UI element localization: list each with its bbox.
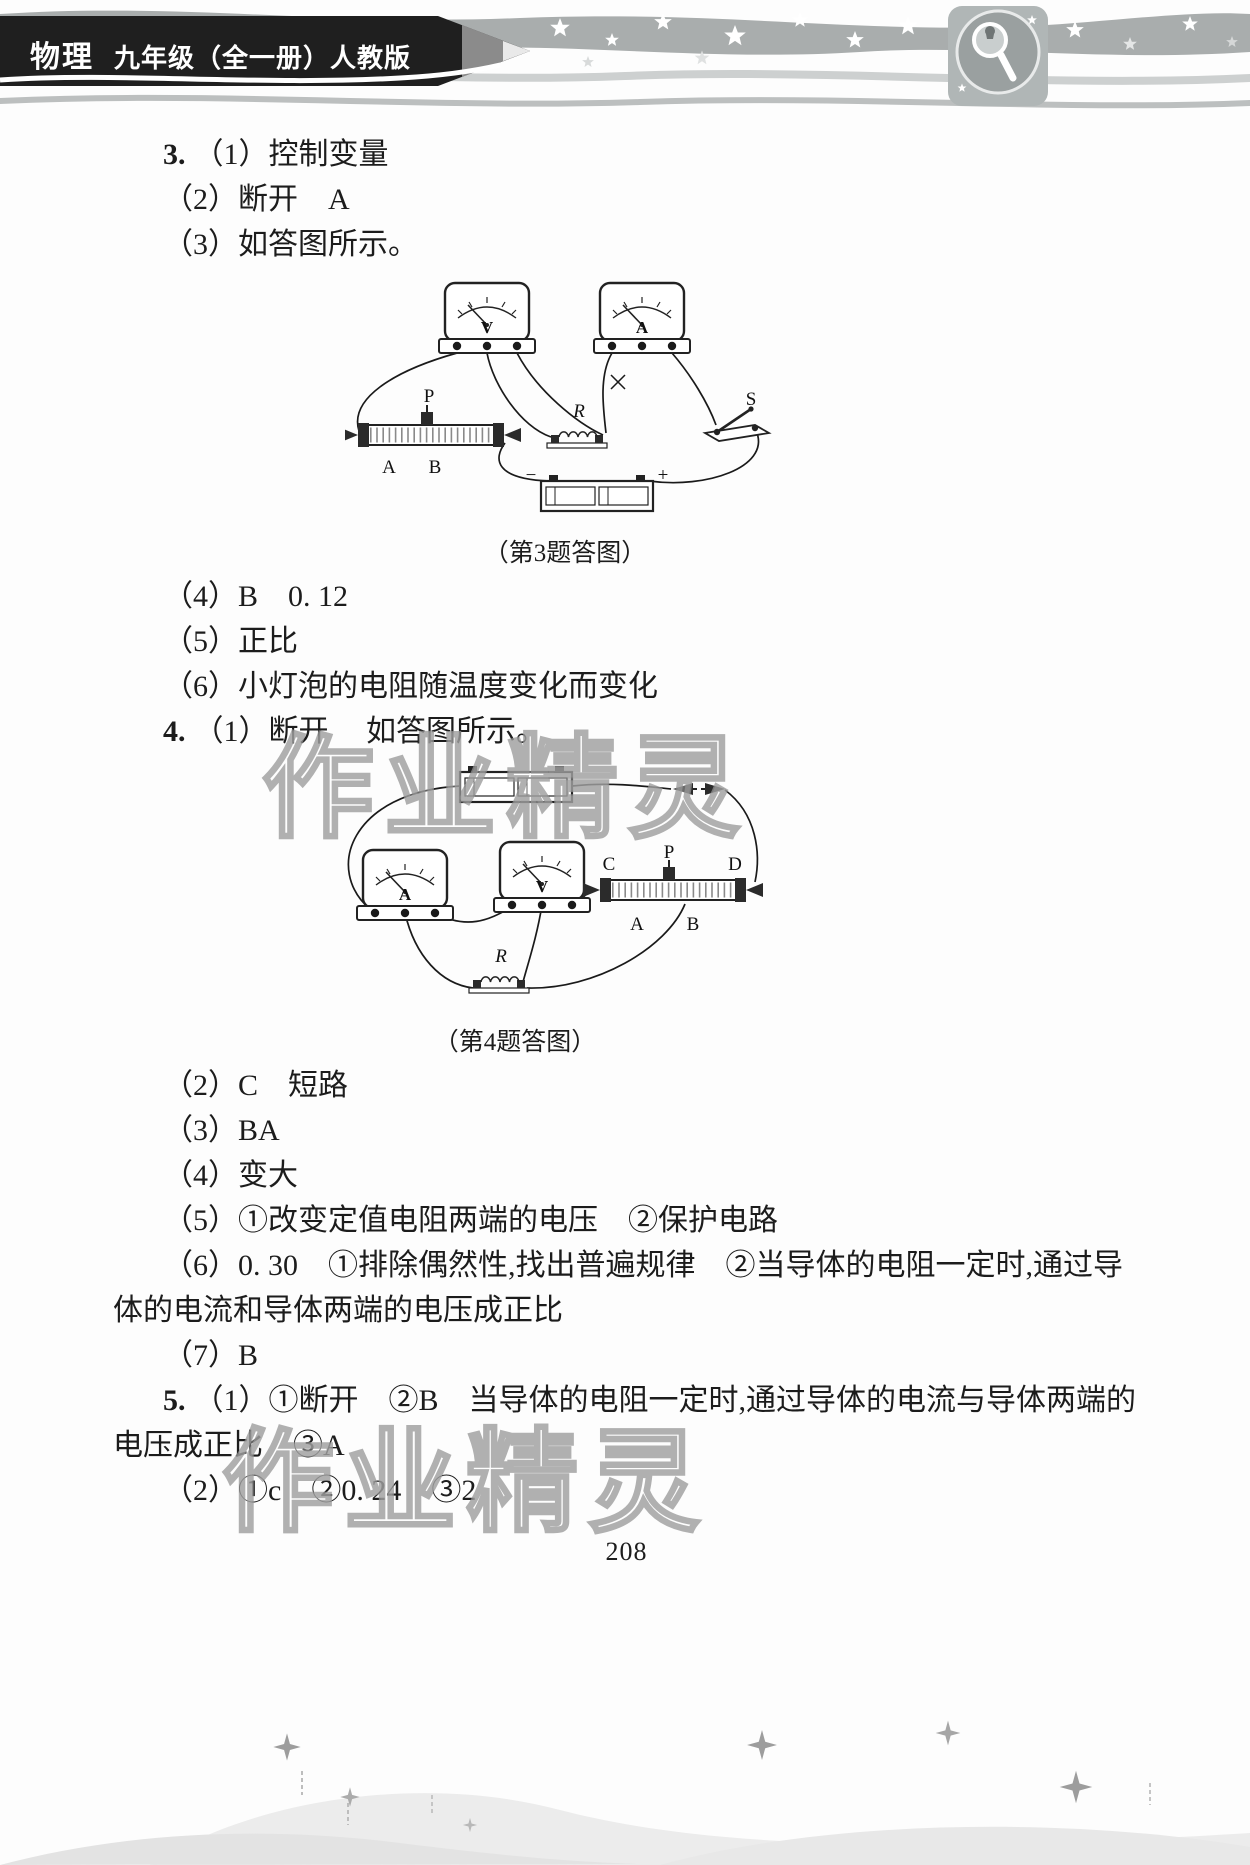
switch-label: S [746, 389, 757, 410]
rheostat-c-label: C [603, 854, 616, 875]
rheostat-a-label: A [630, 914, 644, 935]
answer-text: 体的电流和导体两端的电压成正比 [113, 1294, 563, 1327]
answer-q5-1: 5.（1）①断开 ②B 当导体的电阻一定时,通过导体的电流与导体两端的 [113, 1378, 1140, 1423]
answer-text: 电压成正比 ③A [113, 1429, 345, 1462]
answer-text: （5）①改变定值电阻两端的电压 ②保护电路 [163, 1204, 778, 1237]
header-ribbon-lower [0, 94, 1250, 109]
answer-text: （6）0. 30 ①排除偶然性,找出普遍规律 ②当导体的电阻一定时,通过导 [163, 1249, 1123, 1282]
star-icon [1059, 1770, 1093, 1804]
diagram-q4-caption: （第4题答图） [433, 1029, 597, 1056]
rheostat-b-label: B [687, 914, 700, 935]
star-icon [273, 1733, 301, 1761]
answer-q4-3: （3）BA [113, 1108, 1140, 1153]
answers-content: 3.（1）控制变量 （2）断开 A （3）如答图所示。 V A [113, 132, 1140, 1574]
battery-minus-label: − [526, 465, 537, 486]
answer-q4-6-cont: 体的电流和导体两端的电压成正比 [113, 1288, 1140, 1333]
answer-text: （6）小灯泡的电阻随温度变化而变化 [163, 670, 658, 703]
page-number: 208 [605, 1537, 648, 1566]
voltmeter-label: V [481, 318, 494, 337]
rheostat [345, 405, 521, 447]
rheostat-post-a-label: A [382, 457, 396, 478]
wire-cross-mark [610, 374, 626, 390]
page-header: 物理 九年级（全一册）人教版 [0, 0, 1250, 130]
resistor [546, 431, 608, 449]
pencil-banner [0, 16, 530, 86]
magnifier-icon [948, 6, 1048, 106]
circuit-diagram-q4-wrap: A V C P D A B R （第4题答图） [265, 762, 765, 1061]
header-art [0, 6, 1250, 109]
switch [703, 405, 771, 443]
circuit-diagram-q3-wrap: V A P A B R S − + （第3题答图） [345, 275, 785, 572]
footer-hill [0, 1833, 640, 1865]
subject-label: 物理 [30, 41, 94, 74]
footer-hill [660, 1826, 1250, 1865]
answer-text: （7）B [163, 1339, 259, 1372]
answer-q3-4: （4）B 0. 12 [113, 574, 1140, 619]
answer-text: （1）控制变量 [193, 138, 389, 171]
diagram-q3-caption: （第3题答图） [483, 540, 647, 567]
answer-q3-2: （2）断开 A [113, 177, 1140, 222]
answer-q4-6: （6）0. 30 ①排除偶然性,找出普遍规律 ②当导体的电阻一定时,通过导 [113, 1243, 1140, 1288]
ammeter-label: A [636, 318, 649, 337]
answer-text: （1）①断开 ②B 当导体的电阻一定时,通过导体的电流与导体两端的 [193, 1384, 1137, 1417]
answer-q4-5: （5）①改变定值电阻两端的电压 ②保护电路 [113, 1198, 1140, 1243]
resistor-label: R [572, 401, 585, 422]
answer-q5-1-cont: 电压成正比 ③A [113, 1423, 1140, 1468]
answer-q4-7: （7）B [113, 1333, 1140, 1378]
answer-text: （5）正比 [163, 625, 298, 658]
answer-q3-3: （3）如答图所示。 [113, 222, 1140, 267]
circuit-diagram-q3: V A P A B R S − + [345, 281, 771, 513]
question-3-number: 3. [163, 138, 186, 171]
resistor [468, 976, 530, 994]
star-icon [747, 1730, 777, 1760]
footer-decoration [0, 1720, 1250, 1865]
voltmeter-label: V [536, 877, 549, 896]
answer-text: （3）BA [163, 1114, 280, 1147]
circuit-diagram-q4: A V C P D A B R [347, 764, 765, 994]
answer-text: （4）B 0. 12 [163, 580, 349, 613]
battery-plus-label: + [658, 465, 669, 486]
rheostat-slider-label: P [664, 842, 675, 863]
answer-text: （2）断开 A [163, 183, 350, 216]
question-5-number: 5. [163, 1384, 186, 1417]
answer-q3-5: （5）正比 [113, 619, 1140, 664]
answer-q5-2: （2）①c ②0. 24 ③2 [113, 1468, 1140, 1513]
answer-text: （4）变大 [163, 1159, 298, 1192]
wires [356, 352, 760, 484]
edition-label: 九年级（全一册）人教版 [114, 43, 412, 73]
answer-q3-6: （6）小灯泡的电阻随温度变化而变化 [113, 664, 1140, 709]
answer-q4-4: （4）变大 [113, 1153, 1140, 1198]
star-icon [582, 56, 594, 68]
battery [539, 473, 655, 513]
ammeter-label: A [399, 885, 412, 904]
watermark-text: 作业精灵 [261, 725, 750, 853]
answer-q4-2: （2）C 短路 [113, 1063, 1140, 1108]
answer-q4-1: 4.（1）断开 如答图所示。 [113, 709, 1140, 754]
star-icon [935, 1720, 961, 1746]
answer-text: （1）断开 如答图所示。 [193, 715, 547, 748]
watermark-text: 作业精灵 [221, 1419, 710, 1547]
rheostat-slider-label: P [424, 386, 435, 407]
book-title: 物理 九年级（全一册）人教版 [30, 32, 411, 76]
answer-q3-1: 3.（1）控制变量 [113, 132, 1140, 177]
rheostat-post-b-label: B [429, 457, 442, 478]
answer-text: （3）如答图所示。 [163, 228, 418, 261]
resistor-label: R [494, 946, 507, 967]
answer-text: （2）C 短路 [163, 1069, 349, 1102]
answer-text: （2）①c ②0. 24 ③2 [163, 1474, 477, 1507]
question-4-number: 4. [163, 715, 186, 748]
rheostat-d-label: D [728, 854, 742, 875]
